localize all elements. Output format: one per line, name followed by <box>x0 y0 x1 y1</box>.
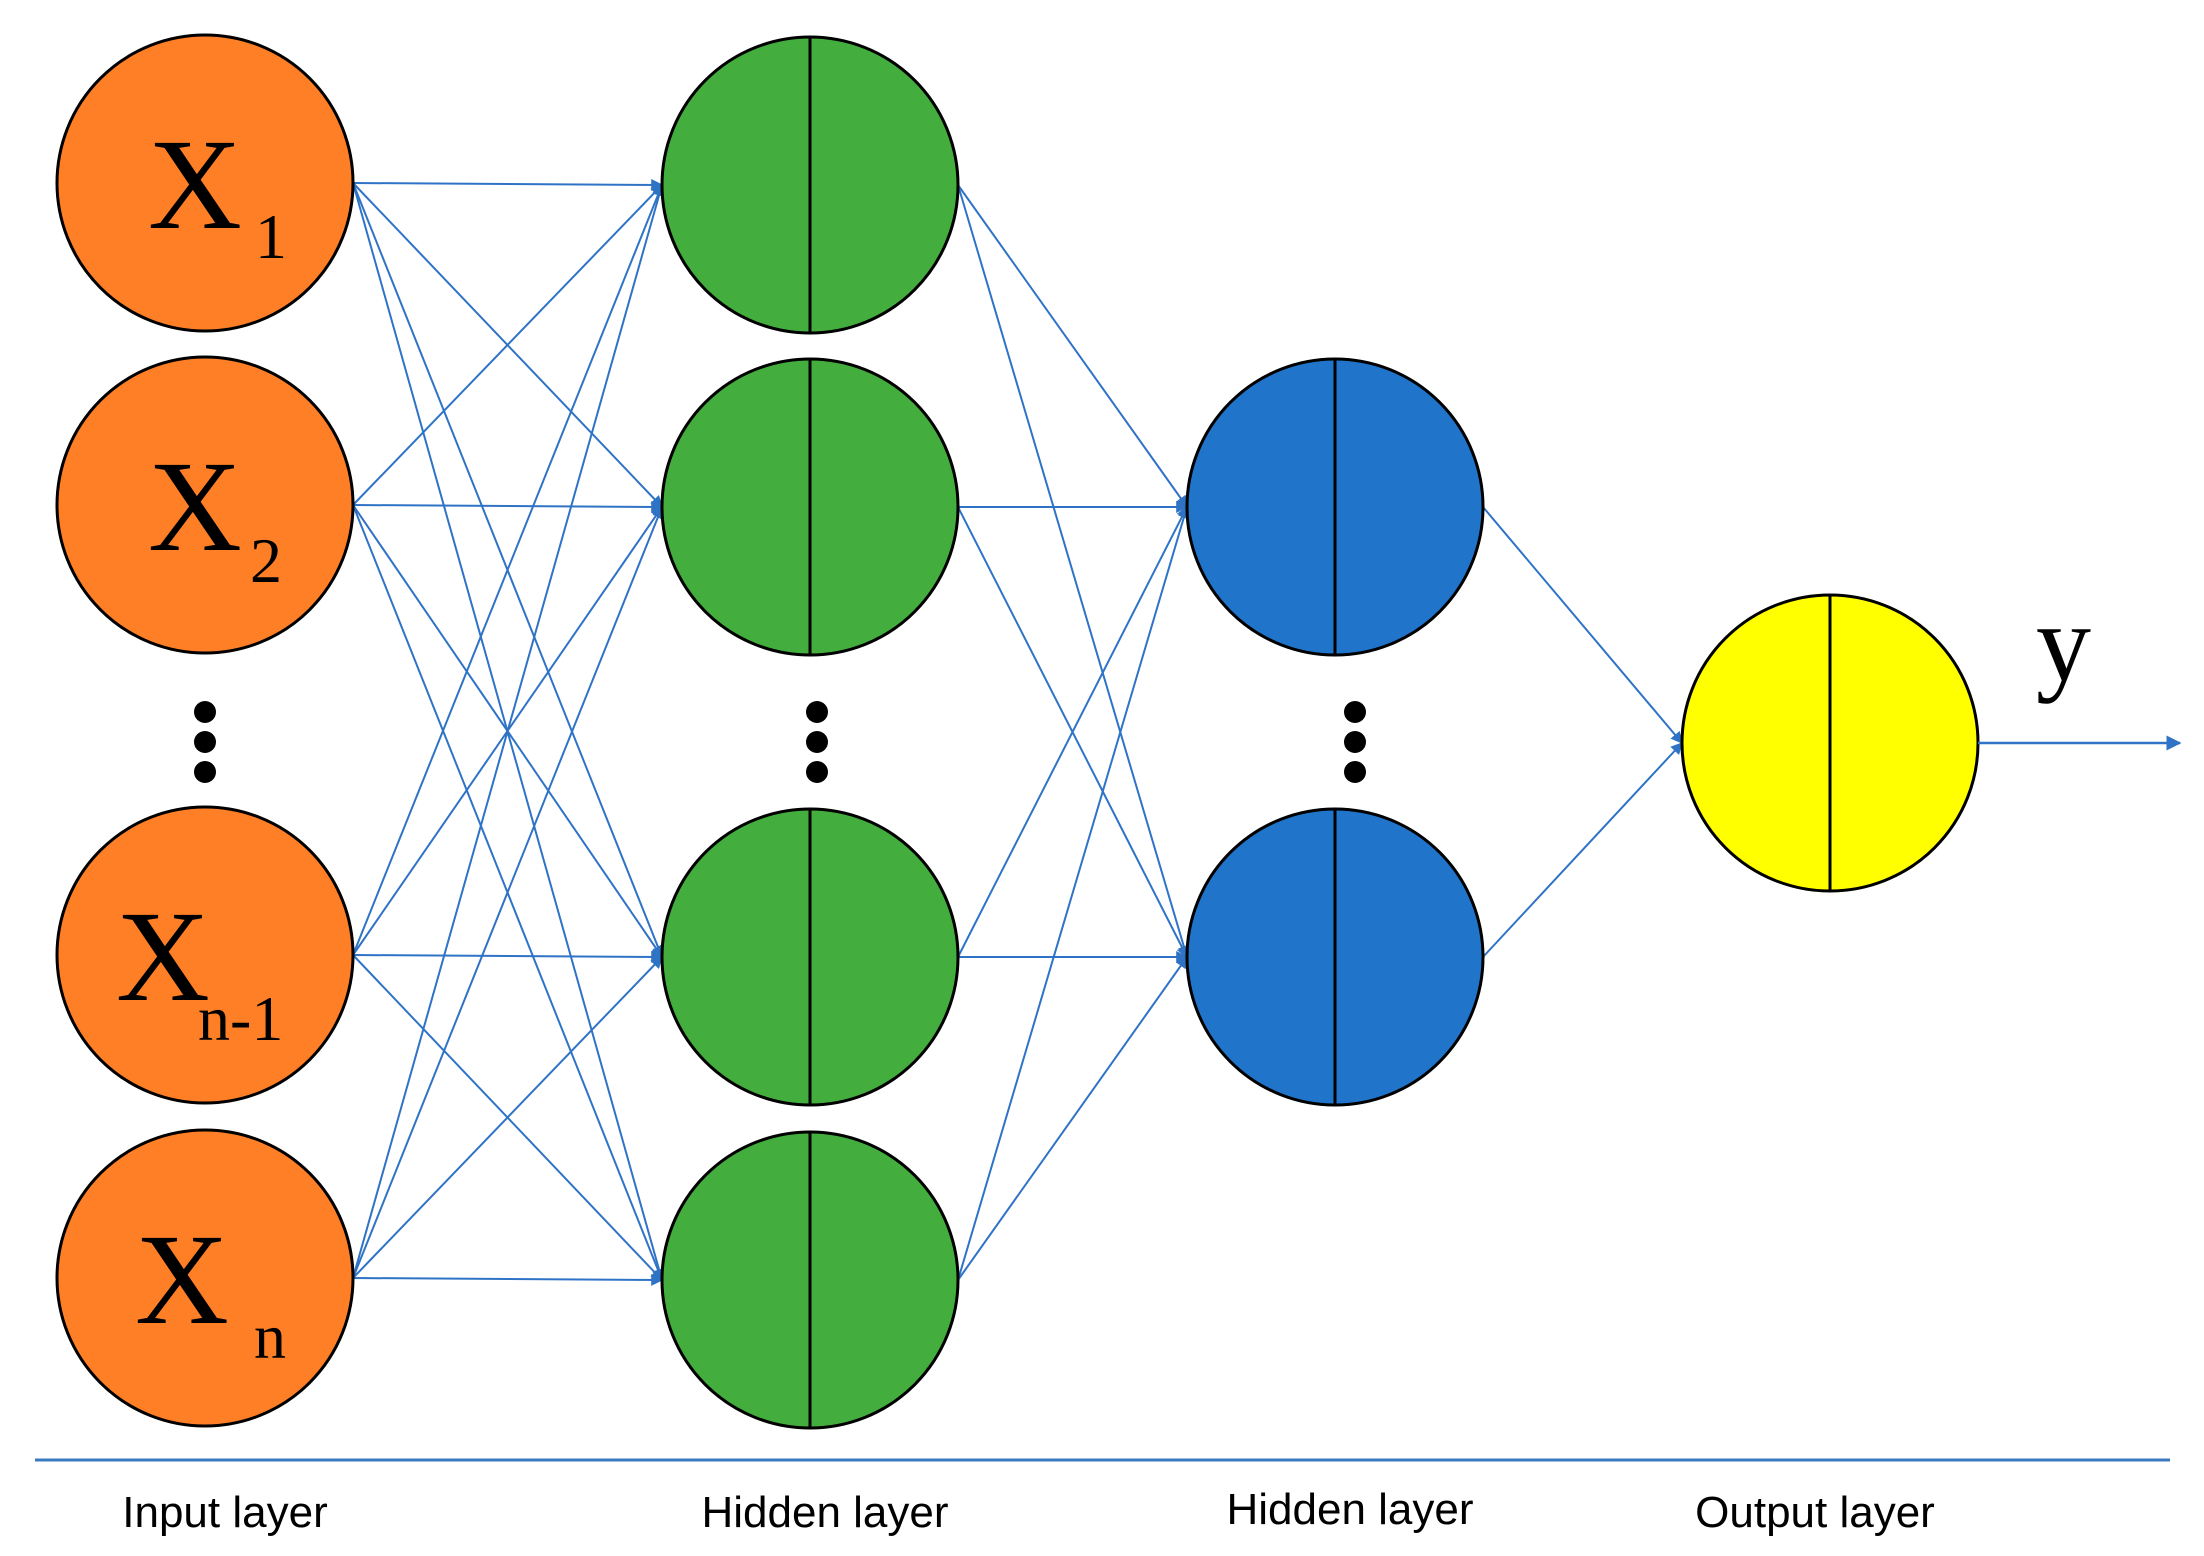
hidden1-to-hidden2-connection <box>957 184 1190 959</box>
hidden-layer-2-label: Hidden layer <box>1226 1485 1473 1534</box>
input-to-hidden1-connection <box>352 184 663 506</box>
input-to-hidden1-connection <box>352 950 664 963</box>
input-node-1-subscript: 1 <box>255 201 287 272</box>
input-to-hidden1-connection <box>352 183 664 956</box>
hidden1-to-hidden2-connection <box>957 184 1188 508</box>
input-layer: X 1 X 2 X n-1 X n <box>55 33 355 1428</box>
input-node-n-minus-1-subscript: n-1 <box>198 983 283 1054</box>
input-layer-label: Input layer <box>122 1488 327 1537</box>
input-to-hidden1-connection <box>352 183 665 1279</box>
hidden2-ellipsis-icon <box>1344 701 1366 783</box>
hidden-layer-1-label: Hidden layer <box>701 1488 948 1537</box>
hidden2-node <box>1185 357 1485 657</box>
input-to-hidden1-connection <box>352 505 664 1279</box>
output-symbol: y <box>2036 582 2091 704</box>
input-node-n-symbol: X <box>135 1208 229 1352</box>
hidden-layer-1 <box>660 35 960 1430</box>
hidden2-to-output-connection <box>1482 742 1683 958</box>
input-node-2-subscript: 2 <box>250 525 282 596</box>
hidden2-to-output-connection <box>1482 506 1683 744</box>
hidden1-to-hidden2-connection <box>957 956 1188 1281</box>
input-ellipsis-icon <box>194 701 216 783</box>
hidden1-to-hidden2-connection <box>957 505 1188 958</box>
output-layer: y <box>1680 582 2182 893</box>
hidden1-node <box>660 807 960 1107</box>
hidden1-to-hidden2-connection <box>957 505 1190 1281</box>
input-to-hidden1-connection <box>352 500 664 513</box>
hidden-layer-2 <box>1185 357 1485 1107</box>
input-node-n-subscript: n <box>254 1301 286 1372</box>
hidden1-node <box>660 1130 960 1430</box>
input-to-hidden1-connection <box>352 178 664 191</box>
connections <box>352 178 1683 1286</box>
input-to-hidden1-connection <box>352 1273 664 1286</box>
input-node-n-minus-1-symbol: X <box>116 885 210 1029</box>
input-node-1: X 1 <box>55 33 355 333</box>
input-node-1-symbol: X <box>148 113 242 257</box>
hidden1-node <box>660 35 960 335</box>
input-to-hidden1-connection <box>352 956 663 1279</box>
input-node-2-symbol: X <box>148 435 242 579</box>
hidden1-ellipsis-icon <box>806 701 828 783</box>
hidden2-node <box>1185 807 1485 1107</box>
input-node-2: X 2 <box>55 355 355 655</box>
input-node-n: X n <box>55 1128 355 1428</box>
output-node <box>1680 593 1980 893</box>
input-node-n-minus-1: X n-1 <box>55 805 355 1105</box>
output-layer-label: Output layer <box>1695 1488 1935 1537</box>
hidden1-node <box>660 357 960 657</box>
